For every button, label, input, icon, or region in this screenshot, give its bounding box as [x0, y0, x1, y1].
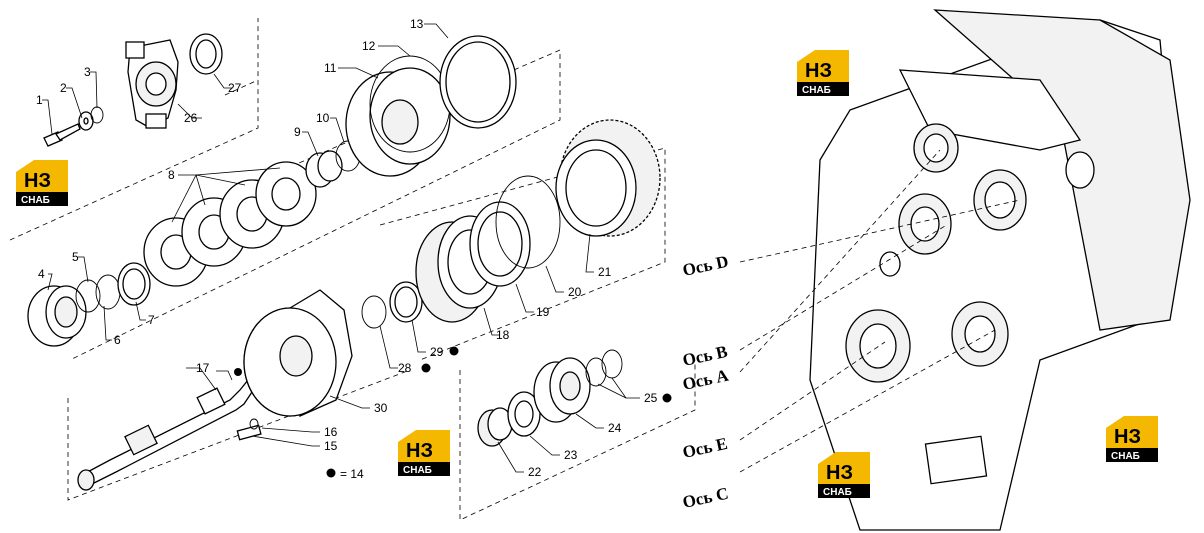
- part-oring-28: [361, 295, 387, 329]
- brand-logo-2: НЗ СНАБ: [797, 50, 849, 96]
- callout-12: 12: [362, 39, 376, 53]
- callout-20: 20: [568, 285, 582, 299]
- legend-marker: [326, 468, 336, 478]
- callout-30: 30: [374, 401, 388, 415]
- callout-16: 16: [324, 425, 338, 439]
- callout-17: 17: [196, 361, 210, 375]
- callout-18: 18: [496, 328, 510, 342]
- svg-text:СНАБ: СНАБ: [823, 487, 852, 498]
- part-drum-30: [243, 289, 353, 417]
- svg-text:НЗ: НЗ: [24, 170, 51, 192]
- part-yoke-26: [125, 39, 179, 129]
- part-bearing-24: [533, 357, 591, 423]
- callout-2: 2: [60, 81, 67, 95]
- part-rings-25: [585, 349, 623, 387]
- part-gear-21: [555, 119, 661, 237]
- part-sleeve-9: [305, 150, 343, 188]
- callout-leaders: [42, 23, 640, 473]
- callout-27: 27: [228, 81, 242, 95]
- svg-text:НЗ: НЗ: [406, 440, 433, 462]
- svg-text:СНАБ: СНАБ: [802, 85, 831, 96]
- part-seal-27: [189, 33, 223, 75]
- axis-label-e: Ось E: [681, 434, 729, 462]
- part-roller-22: [477, 407, 513, 447]
- axis-label-d: Ось D: [681, 252, 730, 280]
- callout-10: 10: [316, 111, 330, 125]
- callout-3: 3: [84, 65, 91, 79]
- callout-19: 19: [536, 305, 550, 319]
- callout-7: 7: [148, 313, 155, 327]
- legend: = 14: [326, 467, 364, 481]
- callout-11: 11: [324, 61, 337, 75]
- legend-text: = 14: [340, 467, 364, 481]
- callout-6: 6: [114, 333, 121, 347]
- callout-28: 28: [398, 361, 412, 375]
- callout-25: 25: [644, 391, 658, 405]
- part-ring-20: [495, 175, 561, 269]
- brand-logo-3: НЗ СНАБ: [398, 430, 450, 476]
- callout-9: 9: [294, 125, 301, 139]
- marker-28: [421, 363, 431, 373]
- callout-22: 22: [528, 465, 542, 479]
- part-washer-23: [507, 391, 541, 437]
- svg-text:НЗ: НЗ: [805, 60, 832, 82]
- brand-logo-4: НЗ СНАБ: [818, 452, 870, 498]
- callout-13: 13: [410, 17, 424, 31]
- marker-29: [449, 346, 459, 356]
- part-clutch-discs-8: [143, 161, 317, 287]
- svg-text:НЗ: НЗ: [1114, 426, 1141, 448]
- callout-1: 1: [36, 93, 43, 107]
- part-bearing-4: [27, 285, 87, 347]
- callout-8: 8: [168, 168, 175, 182]
- axis-labels: Ось D Ось B Ось A Ось E Ось C: [681, 252, 731, 512]
- group-frames: [9, 18, 696, 521]
- part-shaft-17: [77, 378, 253, 491]
- svg-text:СНАБ: СНАБ: [21, 195, 50, 206]
- callout-23: 23: [564, 448, 578, 462]
- svg-text:НЗ: НЗ: [826, 462, 853, 484]
- callout-4: 4: [38, 267, 45, 281]
- callout-21: 21: [598, 265, 612, 279]
- axis-label-a: Ось A: [681, 366, 731, 394]
- callout-26: 26: [184, 111, 198, 125]
- brand-logo-5: НЗ СНАБ: [1106, 416, 1158, 462]
- part-oring-3: [90, 106, 104, 124]
- svg-text:СНАБ: СНАБ: [1111, 451, 1140, 462]
- axis-leaders: [739, 149, 1021, 473]
- callout-15: 15: [324, 439, 338, 453]
- svg-text:СНАБ: СНАБ: [403, 465, 432, 476]
- callout-29: 29: [430, 345, 444, 359]
- transmission-housing: [809, 9, 1191, 531]
- part-snapring-29: [389, 281, 423, 323]
- callout-24: 24: [608, 421, 622, 435]
- part-pin-15-16: [236, 418, 262, 441]
- part-bolt: [43, 123, 81, 147]
- part-rings-5-6-7: [75, 262, 151, 313]
- axis-label-c: Ось C: [681, 484, 730, 512]
- marker-25: [662, 393, 672, 403]
- callout-numbers: 1 2 3 4 5 6 7 8 9 10 11 12 13 15 16 17 1…: [36, 17, 672, 479]
- part-plate-13: [439, 35, 517, 129]
- brand-logo-1: НЗ СНАБ: [16, 160, 68, 206]
- part-piston-11: [345, 67, 451, 177]
- callout-5: 5: [72, 250, 79, 264]
- marker-17: [234, 368, 242, 376]
